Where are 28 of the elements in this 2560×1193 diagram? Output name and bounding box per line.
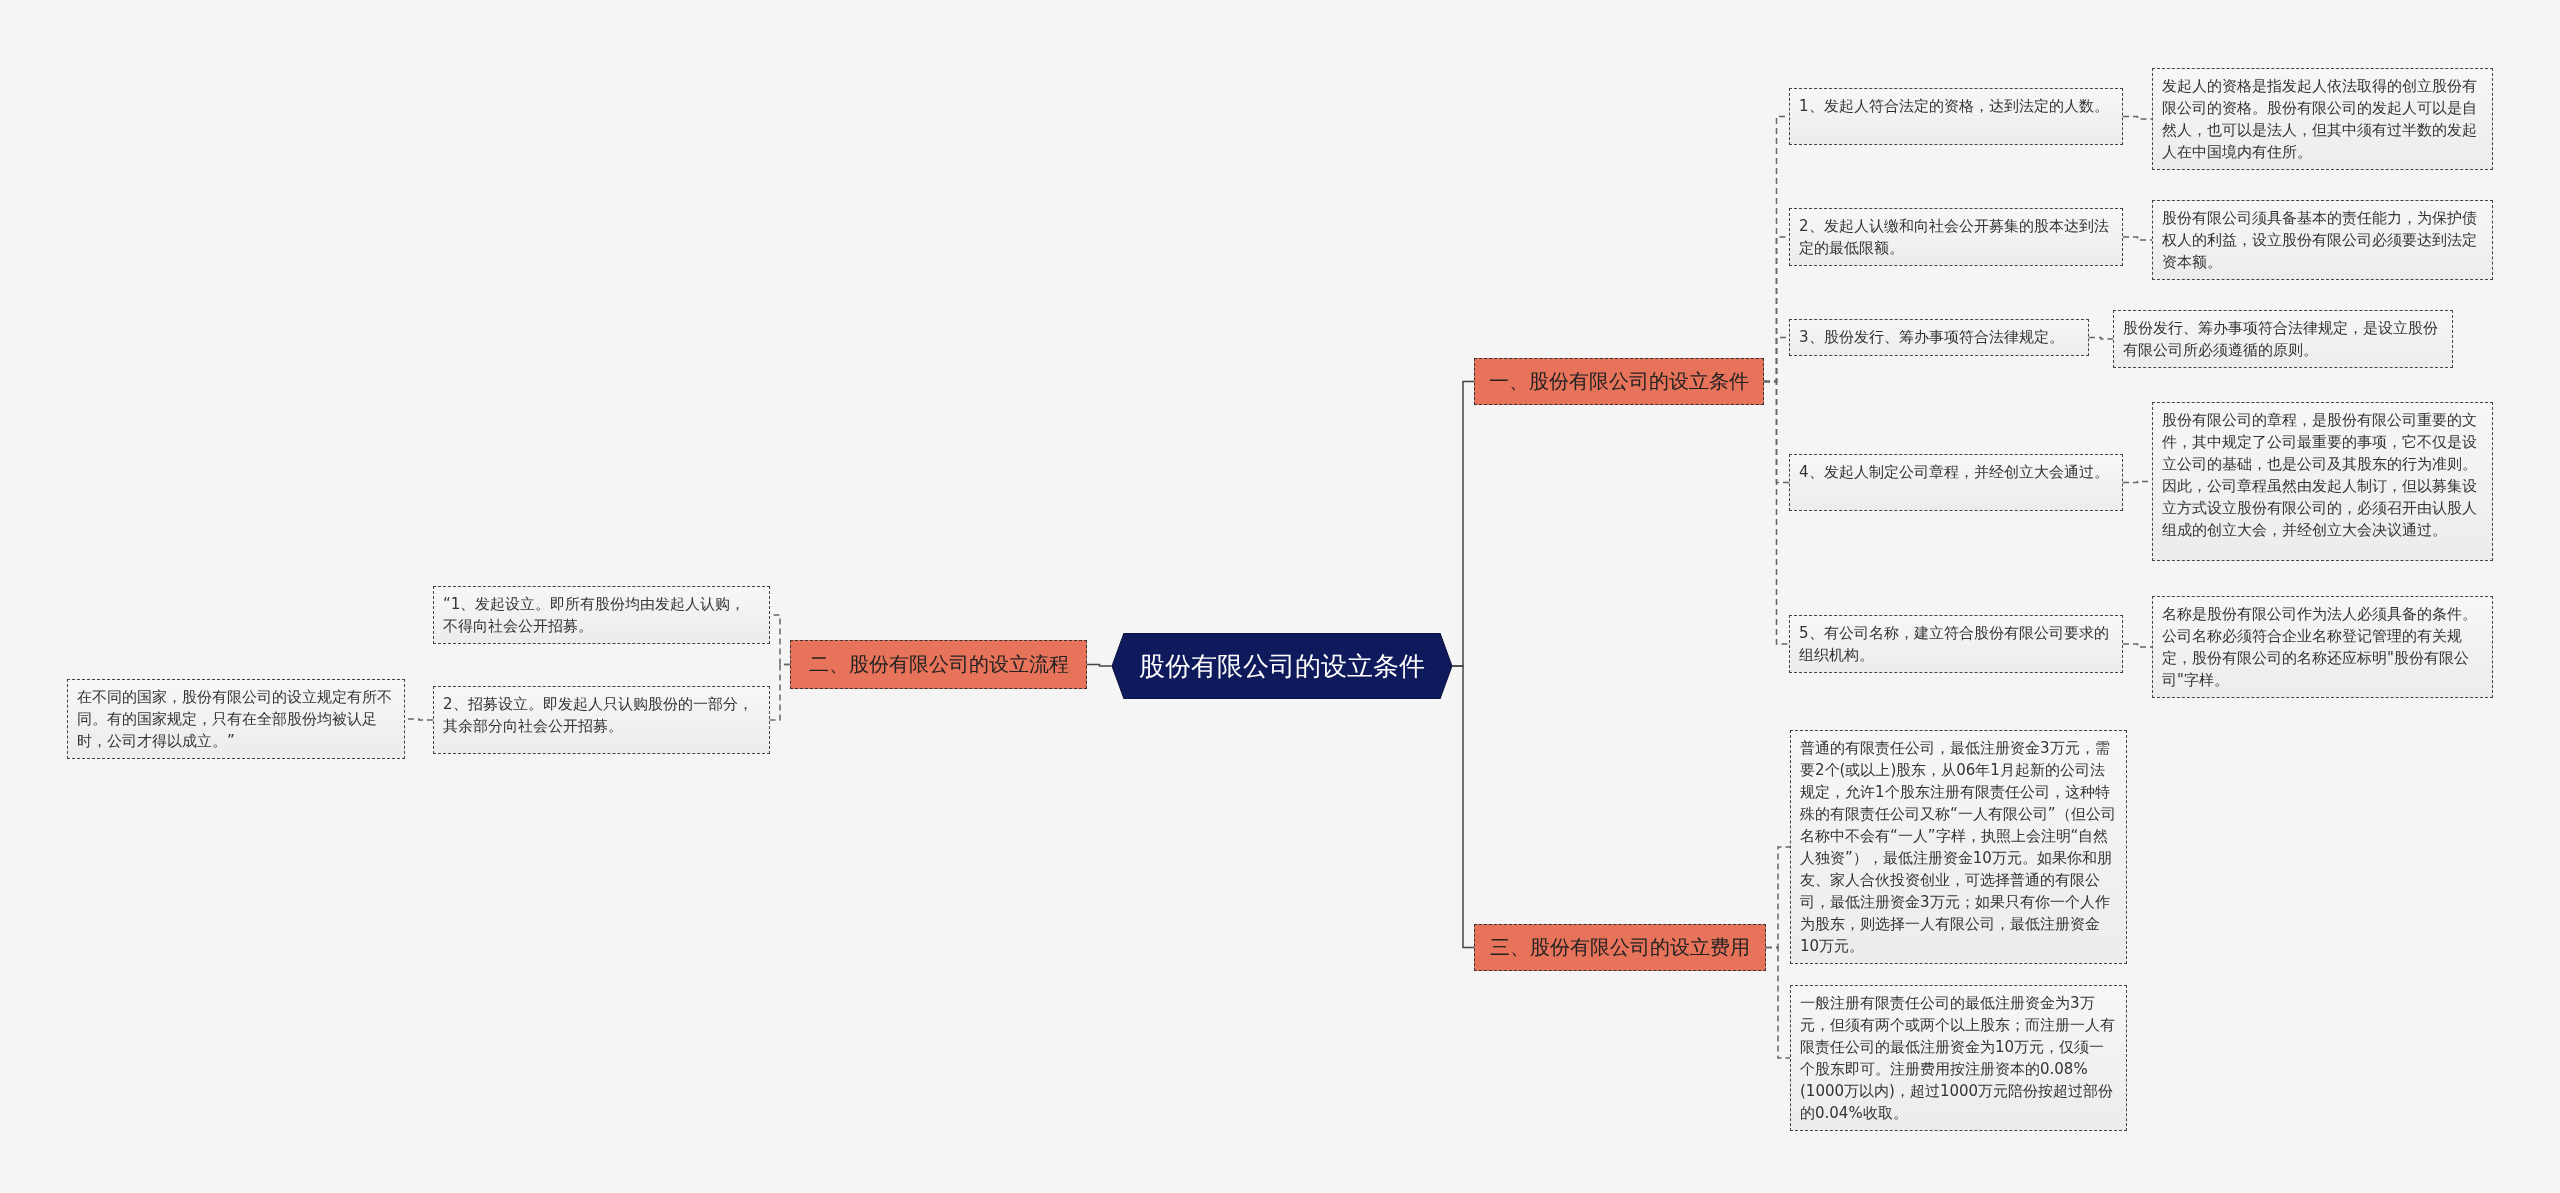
- topic-box: 发起人的资格是指发起人依法取得的创立股份有限公司的资格。股份有限公司的发起人可以是自然人，也可以是法人，但其中须有过半数的发起人在中国境内有住所。: [2152, 68, 2493, 170]
- topic-box: 4、发起人制定公司章程，并经创立大会通过。: [1789, 454, 2123, 511]
- central-topic: 股份有限公司的设立条件: [1112, 633, 1452, 699]
- topic-box: 股份有限公司的章程，是股份有限公司重要的文件，其中规定了公司最重要的事项，它不仅是设立公司的基础，也是公司及其股东的行为准则。因此，公司章程虽然由发起人制订，但以募集设立方式设立股份有限公司的，必须召开由认股人组成的创立大会，并经创立大会决议通过。: [2152, 402, 2493, 561]
- topic-box: 1、发起人符合法定的资格，达到法定的人数。: [1789, 88, 2123, 145]
- connector-line: [1765, 946, 1791, 1059]
- topic-box: 股份发行、筹办事项符合法律规定，是设立股份有限公司所必须遵循的原则。: [2113, 310, 2453, 368]
- topic-box: 5、有公司名称，建立符合股份有限公司要求的组织机构。: [1789, 615, 2123, 673]
- branch-topic: 三、股份有限公司的设立费用: [1474, 924, 1766, 971]
- connector-line: [1451, 665, 1475, 949]
- topic-box: 名称是股份有限公司作为法人必须具备的条件。公司名称必须符合企业名称登记管理的有关规定，股份有限公司的名称还应标明"股份有限公司"字样。: [2152, 596, 2493, 698]
- branch-topic: 一、股份有限公司的设立条件: [1474, 358, 1764, 405]
- topic-box: “1、发起设立。即所有股份均由发起人认购，不得向社会公开招募。: [433, 586, 770, 644]
- connector-line: [2122, 115, 2153, 120]
- connector-line: [769, 663, 791, 721]
- topic-box: 2、招募设立。即发起人只认购股份的一部分，其余部分向社会公开招募。: [433, 686, 770, 754]
- branch-topic: 二、股份有限公司的设立流程: [790, 640, 1087, 689]
- connector-line: [1086, 663, 1113, 667]
- topic-box: 普通的有限责任公司，最低注册资金3万元，需要2个(或以上)股东，从06年1月起新的公司法规定，允许1个股东注册有限责任公司，这种特殊的有限责任公司又称“一人有限公司”（但公司名称中不会有“一人”字样，执照上会注明“自然人独资”），最低注册资金10万元。如果你和朋友、家人合伙投资创业，可选择普通的有限公司，最低注册资金3万元；如果只有你一个人作为股东，则选择一人有限公司，最低注册资金10万元。: [1790, 730, 2127, 964]
- connector-line: [1763, 380, 1790, 645]
- connector-line: [2122, 236, 2153, 241]
- connector-line: [2088, 336, 2114, 340]
- topic-box: 在不同的国家，股份有限公司的设立规定有所不同。有的国家规定，只有在全部股份均被认足时，公司才得以成立。”: [67, 679, 405, 759]
- topic-box: 股份有限公司须具备基本的责任能力，为保护债权人的利益，设立股份有限公司必须要达到法定资本额。: [2152, 200, 2493, 280]
- topic-box: 一般注册有限责任公司的最低注册资金为3万元，但须有两个或两个以上股东；而注册一人有限责任公司的最低注册资金为10万元，仅须一个股东即可。注册费用按注册资本的0.08%(1000万以内)，超过1000万元陪份按超过部份的0.04%收取。: [1790, 985, 2127, 1131]
- connector-line: [2122, 643, 2153, 648]
- topic-box: 3、股份发行、筹办事项符合法律规定。: [1789, 319, 2089, 356]
- topic-box: 2、发起人认缴和向社会公开募集的股本达到法定的最低限额。: [1789, 208, 2123, 266]
